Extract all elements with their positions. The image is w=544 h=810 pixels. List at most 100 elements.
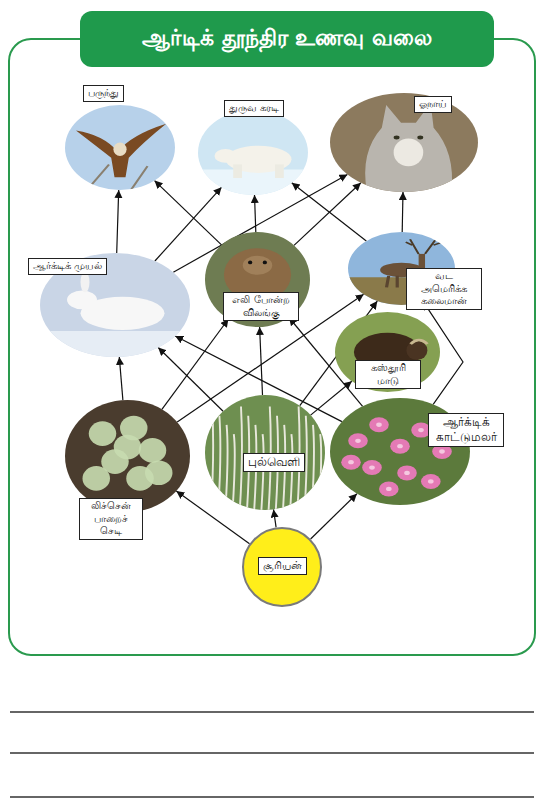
food-arrow (119, 357, 123, 400)
flower-centre (404, 471, 410, 475)
photo-illustration (65, 105, 175, 190)
snow (40, 331, 190, 357)
photo-oval: எலி போன்ற விலங்கு (205, 232, 310, 327)
wolf-eye (417, 136, 423, 140)
animal-label: வட அமெரிக்க கலைமான் (406, 268, 482, 310)
answer-line (10, 752, 534, 754)
grass-blade (240, 407, 242, 511)
animal-label: ஆர்க்டிக் முயல் (28, 258, 107, 275)
wolf-muzzle (394, 139, 424, 167)
animal-label: புல்வெளி (243, 453, 305, 472)
food-arrow (260, 327, 263, 395)
lichen-patch (139, 438, 167, 463)
flower-centre (376, 423, 382, 427)
flower-bloom (421, 474, 441, 489)
lemming-eye (248, 261, 252, 265)
photo-illustration (65, 400, 190, 512)
photo-oval: வட அமெரிக்க கலைமான் (348, 232, 455, 305)
animal-label: பருந்து (83, 85, 124, 102)
flower-centre (355, 439, 361, 443)
flower-bloom (390, 439, 410, 454)
horns (411, 340, 428, 344)
lichen-patch (114, 435, 142, 460)
photo-ground (330, 93, 478, 192)
photo-oval: லிச்சென் பாறைச் செடி (65, 400, 190, 512)
illustration (335, 312, 440, 392)
flower-bloom (379, 481, 399, 496)
muskox-head (406, 341, 427, 360)
branches (87, 165, 148, 191)
illustration (205, 232, 310, 327)
flower-centre (439, 449, 445, 453)
illustration (65, 105, 175, 190)
lichen-patch (145, 460, 173, 485)
flower-bloom (348, 433, 368, 448)
caribou-neck (419, 254, 425, 269)
photo-ground (65, 400, 190, 512)
food-arrow (117, 190, 119, 253)
photo-ground (205, 395, 325, 510)
antlers (406, 239, 442, 254)
title-band: ஆர்டிக் தூந்திர உணவு வலை (80, 11, 494, 67)
hare-ear (81, 272, 90, 293)
photo-oval: துருவ கரடி (198, 110, 308, 195)
flower-centre (369, 465, 375, 469)
food-arrow (155, 187, 222, 261)
title: ஆர்டிக் தூந்திர உணவு வலை (142, 25, 432, 53)
grass-blade (218, 416, 220, 510)
flower-centre (348, 460, 354, 464)
grass-blade (312, 425, 314, 510)
animal-label: லிச்சென் பாறைச் செடி (79, 498, 143, 540)
photo-ground (198, 110, 308, 195)
photo-ground (335, 312, 440, 392)
bear-leg (233, 164, 242, 178)
photo-oval: கஸ்தூரி மாடு (335, 312, 440, 392)
animal-label: ஆர்க்டிக் காட்டுமலர் (428, 413, 504, 447)
food-arrow (158, 348, 223, 412)
grass-blade (211, 407, 213, 511)
grass-blade (261, 434, 263, 510)
flower-bloom (341, 455, 361, 470)
answer-line (10, 796, 534, 798)
photo-illustration (198, 110, 308, 195)
grass-blade (290, 434, 292, 510)
grass-blade (225, 425, 227, 510)
wolf-figure (365, 103, 452, 192)
animal-label: துருவ கரடி (224, 100, 284, 117)
photo-ground (205, 232, 310, 327)
animal-label: ஓநாய் (414, 96, 452, 113)
illustration (198, 110, 308, 195)
animal-label: சூரியன் (258, 557, 307, 575)
flower-bloom (362, 460, 382, 475)
food-arrow (274, 509, 277, 527)
hawk-figure (76, 124, 166, 178)
food-arrow (292, 183, 367, 241)
photo-oval: ஆர்க்டிக் முயல் (40, 253, 190, 357)
outer-frame (9, 39, 535, 655)
hare-head (67, 290, 97, 309)
flower-bloom (369, 417, 389, 432)
wolf-eye (394, 136, 400, 140)
photo-ground (65, 105, 175, 190)
food-arrow (155, 181, 222, 245)
food-arrow (311, 494, 357, 539)
bear-leg (275, 164, 284, 178)
grass-blade (319, 434, 321, 510)
illustration (330, 93, 478, 192)
lemming-eye (263, 261, 267, 265)
photo-oval: ஆர்க்டிக் காட்டுமலர் (330, 398, 470, 505)
animal-label: கஸ்தூரி மாடு (355, 360, 421, 389)
lichen-patch (89, 421, 117, 446)
flower-bloom (397, 465, 417, 480)
flower-centre (397, 444, 403, 448)
animal-label: எலி போன்ற விலங்கு (223, 292, 299, 321)
grass-blade (233, 434, 235, 510)
illustration (65, 400, 190, 512)
hawk-head (113, 142, 126, 156)
flower-centre (418, 428, 424, 432)
photo-illustration (330, 93, 478, 192)
food-arrow (255, 195, 256, 232)
photo-oval: ஓநாய் (330, 93, 478, 192)
sun-circle: சூரியன் (242, 527, 322, 607)
lichen-patch (83, 466, 111, 491)
